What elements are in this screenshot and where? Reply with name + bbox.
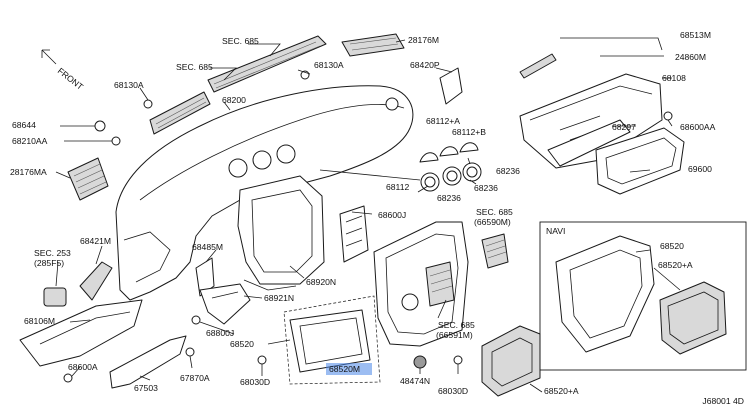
label-68130a-a: 68130A — [314, 60, 344, 70]
navi-box — [539, 221, 747, 371]
label-28176m: 28176M — [408, 35, 439, 45]
speaker-grille-28176m[interactable] — [341, 33, 405, 57]
label-68520a-navi: 68520+A — [658, 260, 693, 270]
label-68920n: 68920N — [306, 277, 336, 287]
label-67503: 67503 — [134, 383, 158, 393]
leader-lines — [55, 37, 681, 393]
vent-caps — [419, 142, 479, 163]
label-sec685-top: SEC. 685 — [222, 36, 259, 46]
front-label: FRONT — [56, 66, 86, 93]
label-68520-navi: 68520 — [660, 241, 684, 251]
label-68112b: 68112+B — [452, 127, 486, 137]
center-stack-frame-68920n[interactable] — [237, 175, 325, 291]
vent-66591m[interactable] — [425, 261, 455, 307]
label-68520m: 68520M — [329, 364, 360, 374]
clip-68644[interactable] — [60, 120, 106, 132]
cluster-bezel-68520[interactable] — [373, 221, 469, 347]
side-cover-68421m[interactable] — [79, 261, 113, 301]
vent-66590m[interactable] — [481, 233, 509, 269]
lower-cover-68106m[interactable] — [19, 299, 143, 367]
navi-bezel-68520[interactable] — [555, 235, 655, 353]
label-68513m: 68513M — [680, 30, 711, 40]
label-28176ma: 28176MA — [10, 167, 47, 177]
screw-68600aa-right[interactable] — [663, 111, 673, 121]
label-sec253-sub: (285F5) — [34, 258, 64, 268]
label-68600a: 68600A — [68, 362, 98, 372]
label-68421m: 68421M — [80, 236, 111, 246]
label-68112: 68112 — [386, 182, 409, 192]
vent-ring-68112a[interactable] — [442, 166, 462, 186]
diagram-code: J68001 4D — [702, 396, 744, 406]
assembly-outline — [283, 295, 381, 385]
label-68130a-b: 68130A — [114, 80, 144, 90]
label-sec685-low-sub: (66591M) — [436, 330, 473, 340]
vent-ring-68112b[interactable] — [462, 162, 482, 182]
label-68800j: 68800J — [206, 328, 234, 338]
label-sec685-mid-sub: (66590M) — [474, 217, 511, 227]
label-68106m: 68106M — [24, 316, 55, 326]
vent-ring-68112[interactable] — [420, 172, 440, 192]
label-69600: 69600 — [688, 164, 712, 174]
clip-68800j[interactable] — [191, 315, 201, 325]
label-68485m: 68485M — [192, 242, 223, 252]
label-sec685-low: SEC. 685 — [438, 320, 475, 330]
strip-68513m[interactable] — [519, 53, 557, 79]
label-68210aa: 68210AA — [12, 136, 48, 146]
label-68420p: 68420P — [410, 60, 440, 70]
label-68236-b: 68236 — [474, 183, 498, 193]
side-vent-28176ma[interactable] — [67, 157, 109, 201]
glove-box-lid-68297[interactable] — [547, 119, 631, 167]
label-68297: 68297 — [612, 122, 636, 132]
label-navi: NAVI — [546, 226, 565, 236]
trim-68921n[interactable] — [199, 283, 251, 325]
bracket-68420p[interactable] — [439, 67, 463, 105]
label-67870a: 67870A — [180, 373, 210, 383]
clip-48474n[interactable] — [413, 355, 427, 369]
label-68030d-b: 68030D — [438, 386, 468, 396]
label-68600j: 68600J — [378, 210, 406, 220]
connector-sec253[interactable] — [43, 287, 67, 307]
navi-panel-68520a[interactable] — [659, 281, 727, 355]
label-24860m: 24860M — [675, 52, 706, 62]
defroster-grille-small[interactable] — [149, 91, 211, 135]
label-68520: 68520 — [230, 339, 254, 349]
label-68644: 68644 — [12, 120, 36, 130]
instrument-panel-68200[interactable] — [115, 85, 414, 301]
label-sec685-mid: SEC. 685 — [476, 207, 513, 217]
glove-box-69600[interactable] — [595, 127, 685, 195]
knee-trim-67503[interactable] — [109, 335, 187, 389]
label-68520a: 68520+A — [544, 386, 579, 396]
label-68112a: 68112+A — [426, 116, 460, 126]
label-68030d-a: 68030D — [240, 377, 270, 387]
label-68921n: 68921N — [264, 293, 294, 303]
label-sec253: SEC. 253 — [34, 248, 71, 258]
label-sec685-left: SEC. 685 — [176, 62, 213, 72]
label-68236-c: 68236 — [437, 193, 461, 203]
clip-68210aa[interactable] — [64, 136, 121, 146]
front-arrow-icon — [41, 49, 57, 65]
label-48474n: 48474N — [400, 376, 430, 386]
display-unit-68520m[interactable] — [289, 309, 372, 375]
label-68200: 68200 — [222, 95, 246, 105]
screw-68600a[interactable] — [63, 373, 73, 383]
defroster-grille-left[interactable] — [207, 35, 327, 93]
clip-67870a[interactable] — [185, 347, 195, 357]
clip-68030d[interactable] — [257, 355, 463, 365]
side-bracket-68600j[interactable] — [339, 205, 369, 263]
label-68108: 68108 — [662, 73, 686, 83]
label-68600aa-right: 68600AA — [680, 122, 716, 132]
control-panel-68520a[interactable] — [481, 325, 541, 397]
label-68236-a: 68236 — [496, 166, 520, 176]
